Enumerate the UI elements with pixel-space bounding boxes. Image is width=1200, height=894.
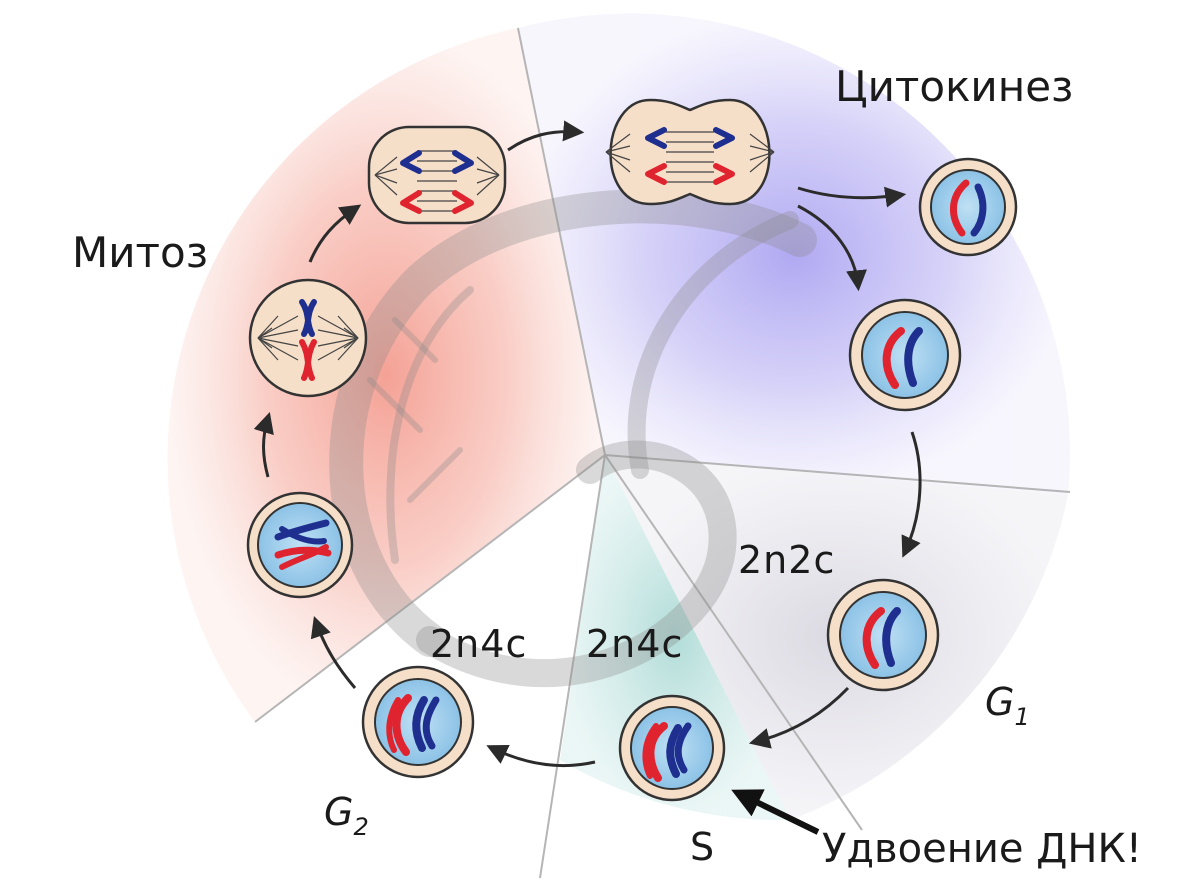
sector-boundaries <box>254 27 1071 879</box>
g1-letter: G <box>985 680 1015 724</box>
cytokinesis-label: Цитокинез <box>835 62 1074 111</box>
g2-subscript: 2 <box>353 813 369 841</box>
boundary-line <box>539 454 606 879</box>
sector-g2 <box>255 455 605 772</box>
cell-g1-late <box>826 578 940 692</box>
boundary-line <box>517 27 606 456</box>
cell-g1-early <box>848 298 962 412</box>
g1-subscript: 1 <box>1014 703 1030 731</box>
arrow-metaphase-to-anaphase <box>308 204 362 263</box>
arrow-g1-early-to-late <box>901 431 922 558</box>
arrow-g1-to-s <box>748 686 850 749</box>
cell-telophase <box>605 98 775 206</box>
watermark-logo <box>329 189 817 688</box>
ploidy-g2-label: 2n4c <box>430 622 528 666</box>
arrow-anaphase-to-telophase <box>507 120 585 152</box>
g1-label: G1 <box>985 680 1030 731</box>
boundary-line <box>254 454 606 723</box>
g2-label: G2 <box>324 790 369 841</box>
ploidy-s-label: 2n4c <box>586 622 684 666</box>
cycle-arrows <box>253 120 922 768</box>
boundary-line <box>604 454 1071 493</box>
ploidy-g1-label: 2n2c <box>738 538 836 582</box>
boundary-line <box>604 454 863 831</box>
arrow-s-to-g2 <box>486 744 596 768</box>
cell-anaphase <box>367 125 507 225</box>
cell-prophase <box>246 491 354 599</box>
arrow-telophase-to-g1 <box>797 204 867 292</box>
dna-replication-arrow <box>731 789 820 835</box>
cell-s-phase <box>618 694 726 802</box>
arrow-telophase-to-daughter <box>797 186 907 208</box>
mitosis-label: Митоз <box>72 228 209 277</box>
cell-g2 <box>361 665 475 779</box>
sector-s <box>560 455 790 821</box>
dna-replication-label: Удвоение ДНК! <box>822 826 1142 872</box>
arrow-prophase-to-metaphase <box>253 411 274 478</box>
s-phase-label: S <box>690 825 715 869</box>
g2-letter: G <box>324 790 354 834</box>
arrow-g2-to-prophase <box>310 616 357 689</box>
cell-metaphase <box>248 278 368 398</box>
cell-daughter <box>918 157 1018 257</box>
